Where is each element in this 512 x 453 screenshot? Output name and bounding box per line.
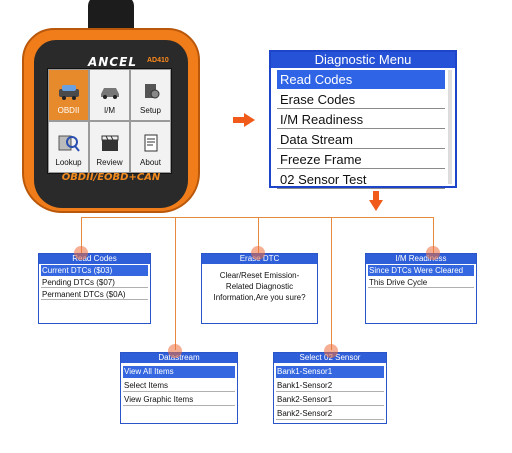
car-icon: [99, 84, 121, 106]
connector-dot-im-readiness: [426, 246, 440, 260]
im-readiness-title: I/M Readiness: [366, 254, 476, 264]
diagnostic-menu-title: Diagnostic Menu: [271, 52, 455, 68]
read-codes-item-pending[interactable]: Pending DTCs ($07): [41, 277, 148, 288]
tile-setup[interactable]: Setup: [130, 69, 171, 121]
connector-read-codes: [81, 217, 82, 253]
tile-lookup[interactable]: Lookup: [48, 121, 89, 173]
tile-about[interactable]: About: [130, 121, 171, 173]
car-diagnostic-icon: [58, 84, 80, 106]
connector-o2-sensor: [331, 217, 332, 350]
menu-item-im-readiness[interactable]: I/M Readiness: [277, 110, 445, 129]
menu-scrollbar[interactable]: [448, 70, 452, 184]
tile-obdii[interactable]: OBDII: [48, 69, 89, 121]
im-readiness-panel: I/M Readiness Since DTCs Were Cleared Th…: [365, 253, 477, 324]
o2-sensor-item-bank2-sensor2[interactable]: Bank2-Sensor2: [276, 408, 384, 420]
im-readiness-item-drive-cycle[interactable]: This Drive Cycle: [368, 277, 474, 288]
lookup-icon: [58, 134, 80, 158]
connector-datastream: [175, 217, 176, 350]
document-icon: [142, 134, 160, 158]
connector-erase-dtc: [258, 217, 259, 253]
connector-horizontal: [81, 217, 433, 218]
menu-item-freeze-frame[interactable]: Freeze Frame: [277, 150, 445, 169]
clapper-icon: [100, 134, 120, 158]
datastream-item-view-all[interactable]: View All Items: [123, 366, 235, 378]
datastream-item-select[interactable]: Select Items: [123, 380, 235, 392]
tile-label: Review: [96, 158, 123, 167]
tile-label: I/M: [103, 106, 116, 115]
read-codes-item-current[interactable]: Current DTCs ($03): [41, 265, 148, 276]
datastream-panel: Datastream View All Items Select Items V…: [120, 352, 238, 424]
connector-dot-erase-dtc: [251, 246, 265, 260]
connector-dot-o2-sensor: [324, 344, 338, 358]
model-label: AD410: [147, 57, 169, 64]
device-footer-label: OBDII/EOBD+CAN: [61, 172, 161, 183]
arrow-down-icon: [369, 191, 383, 216]
o2-sensor-item-bank2-sensor1[interactable]: Bank2-Sensor1: [276, 394, 384, 406]
tile-label: About: [140, 158, 161, 167]
menu-item-data-stream[interactable]: Data Stream: [277, 130, 445, 149]
settings-icon: [141, 82, 161, 106]
datastream-item-graphic[interactable]: View Graphic Items: [123, 394, 235, 406]
erase-dtc-message: Clear/Reset Emission-Related Diagnostic …: [213, 271, 306, 302]
brand-logo: ANCEL: [88, 55, 137, 69]
device-screen: OBDII I/M Setup Lookup Review About: [47, 68, 172, 174]
arrow-right-icon: [233, 113, 255, 132]
tile-im[interactable]: I/M: [89, 69, 130, 121]
menu-item-read-codes[interactable]: Read Codes: [277, 70, 445, 89]
tile-review[interactable]: Review: [89, 121, 130, 173]
tile-label: Setup: [140, 106, 161, 115]
tile-label: Lookup: [55, 158, 82, 167]
tile-label: OBDII: [57, 106, 80, 115]
read-codes-title: Read Codes: [39, 254, 150, 264]
connector-im-readiness: [433, 217, 434, 253]
datastream-title: Datastream: [121, 353, 237, 363]
read-codes-item-permanent[interactable]: Permanent DTCs ($0A): [41, 289, 148, 300]
connector-dot-datastream: [168, 344, 182, 358]
menu-item-o2-sensor-test[interactable]: 02 Sensor Test: [277, 170, 445, 189]
menu-item-erase-codes[interactable]: Erase Codes: [277, 90, 445, 109]
o2-sensor-item-bank1-sensor2[interactable]: Bank1-Sensor2: [276, 380, 384, 392]
diagnostic-menu: Diagnostic Menu Read Codes Erase Codes I…: [269, 50, 457, 189]
read-codes-panel: Read Codes Current DTCs ($03) Pending DT…: [38, 253, 151, 324]
connector-dot-read-codes: [74, 246, 88, 260]
erase-dtc-panel: Erase DTC Clear/Reset Emission-Related D…: [201, 253, 318, 324]
o2-sensor-item-bank1-sensor1[interactable]: Bank1-Sensor1: [276, 366, 384, 378]
im-readiness-item-since-cleared[interactable]: Since DTCs Were Cleared: [368, 265, 474, 276]
select-o2-sensor-panel: Select 02 Sensor Bank1-Sensor1 Bank1-Sen…: [273, 352, 387, 424]
